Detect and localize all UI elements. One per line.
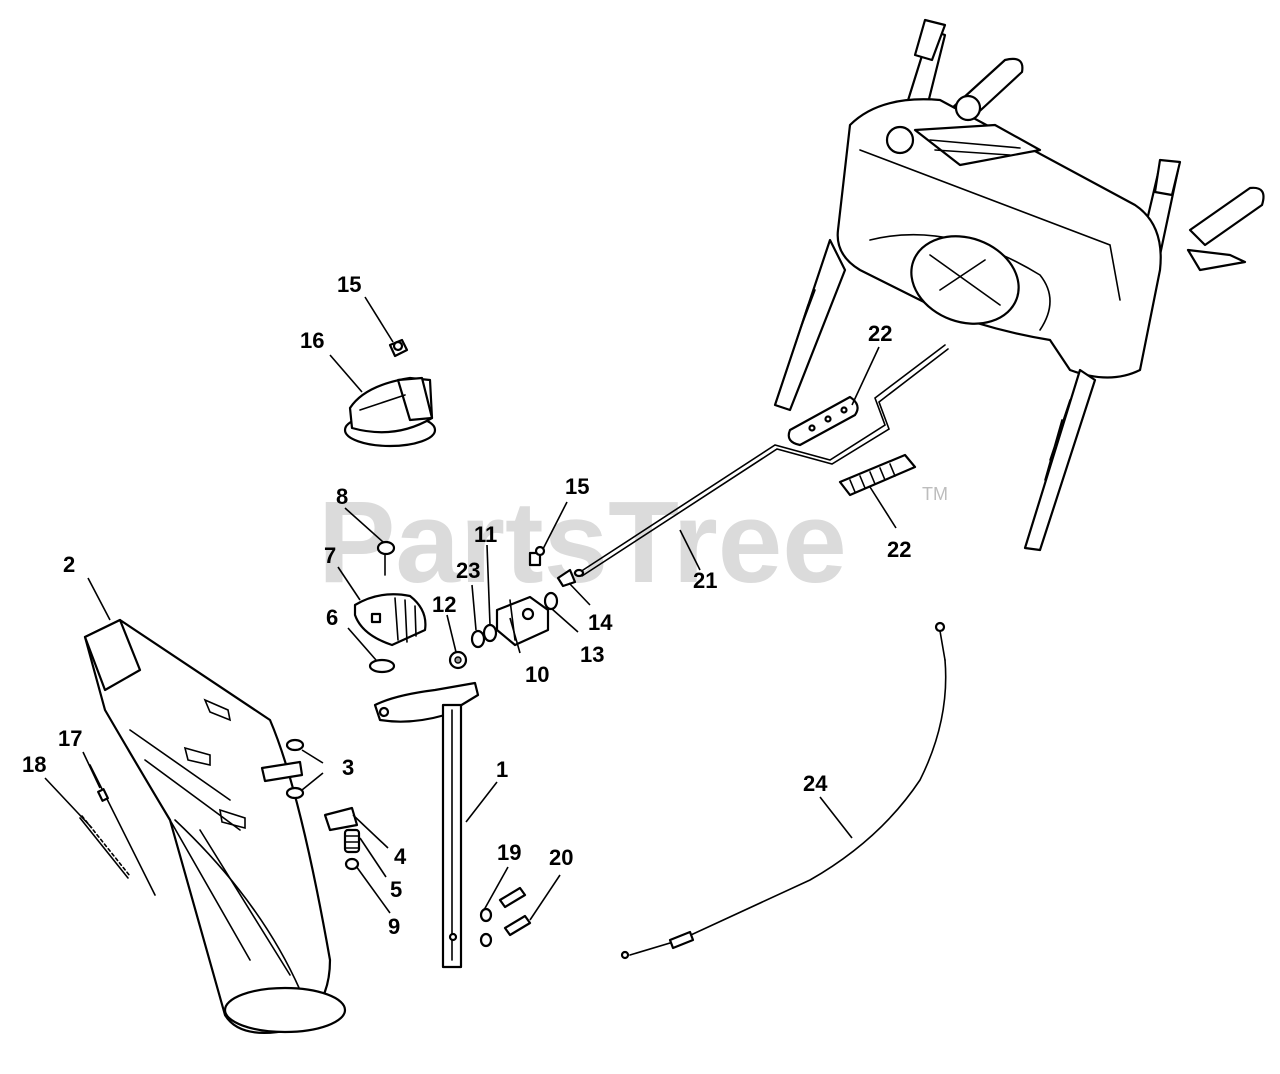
callout-19: 19 [497,840,521,865]
callout-6: 6 [326,605,338,630]
callout-4: 4 [394,844,407,869]
part-10-bracket [495,595,550,647]
part-22-spring-lower [838,453,917,497]
callout-22-lower: 22 [887,537,911,562]
callout-9: 9 [388,914,400,939]
part-12-small-gear [448,650,468,670]
callout-10: 10 [525,662,549,687]
part-6-washer [368,658,396,674]
part-11-washer [482,623,498,643]
part-17-rod [89,764,156,896]
part-5-spring [343,828,361,854]
callout-22-upper: 22 [868,321,892,346]
part-24-cable [620,621,947,960]
callout-14: 14 [588,610,613,635]
callout-3: 3 [342,755,354,780]
part-16-deflector-cap [343,376,437,448]
part-2-chute [83,618,347,1034]
callout-21: 21 [693,568,717,593]
part-8-pin [376,540,396,576]
watermark-text: PartsTree [318,477,847,607]
callout-12: 12 [432,592,456,617]
part-1-chute-rod [373,681,480,969]
callout-15-middle: 15 [565,474,589,499]
callout-7: 7 [324,543,336,568]
part-20-bolts [498,886,532,937]
callout-23: 23 [456,558,480,583]
part-21-crank-rod [573,344,949,578]
part-23-bushing [470,629,486,649]
part-9-nut [344,857,360,871]
watermark-trademark: TM [922,484,948,504]
callout-2: 2 [63,552,75,577]
callout-5: 5 [390,877,402,902]
part-22-sleeve-upper [787,395,859,447]
callout-17: 17 [58,726,82,751]
callout-1: 1 [496,757,508,782]
callout-18: 18 [22,752,46,777]
part-7-gear [353,593,427,647]
part-15-bolt-top [388,338,409,358]
callout-11: 11 [474,522,497,547]
callout-8: 8 [336,484,348,509]
callout-24: 24 [803,771,828,796]
callout-labels: 1 2 3 4 5 6 7 8 9 10 11 12 13 14 15 15 1… [22,272,911,939]
part-4-plate [323,806,359,832]
part-13-ring [543,591,559,611]
part-18-spring [79,815,131,879]
callout-15-top: 15 [337,272,361,297]
part-14-clip [556,568,577,588]
part-19-nuts [479,907,493,948]
callout-13: 13 [580,642,604,667]
callout-20: 20 [549,845,573,870]
snowblower-housing [773,18,1265,552]
part-3-clips [260,738,305,800]
leader-lines [44,296,897,921]
callout-16: 16 [300,328,324,353]
part-15-bolt-middle [528,545,546,567]
